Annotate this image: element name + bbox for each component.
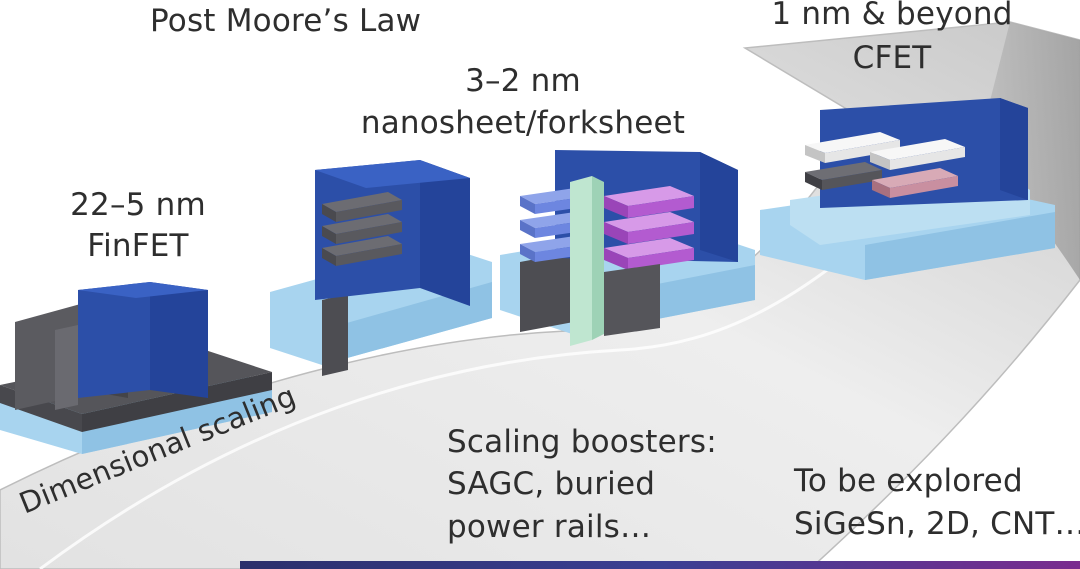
cfet-name-label: CFET [852, 40, 932, 76]
explore-line-1: To be explored [794, 463, 1023, 499]
finfet-device [0, 282, 272, 454]
forksheet-right-sheets [604, 186, 694, 270]
finfet-name-label: FinFET [87, 228, 189, 264]
roadmap-title: Post Moore’s Law [150, 3, 422, 39]
cfet-node-label: 1 nm & beyond [771, 0, 1013, 32]
nanosheet-name-label: nanosheet/forksheet [360, 105, 686, 141]
nanosheet-node-label: 3–2 nm [465, 63, 581, 99]
finfet-gate [78, 282, 150, 398]
finfet-node-label: 22–5 nm [70, 187, 206, 223]
nanosheet-stack [322, 192, 402, 266]
forksheet-device [500, 150, 755, 346]
explore-line-2: SiGeSn, 2D, CNT… [794, 506, 1080, 542]
forksheet-dielectric-wall [570, 176, 592, 346]
cfet-device [760, 98, 1055, 280]
boosters-line-3: power rails… [447, 509, 652, 545]
boosters-line-2: SAGC, buried [447, 466, 656, 502]
arrow-inner-ridge [39, 178, 932, 569]
boosters-line-1: Scaling boosters: [447, 424, 717, 460]
nanosheet-device [270, 160, 492, 376]
bottom-gradient-bar [240, 561, 1080, 569]
cfet-bottom-sheets [805, 162, 958, 198]
cfet-top-sheets [805, 132, 965, 170]
